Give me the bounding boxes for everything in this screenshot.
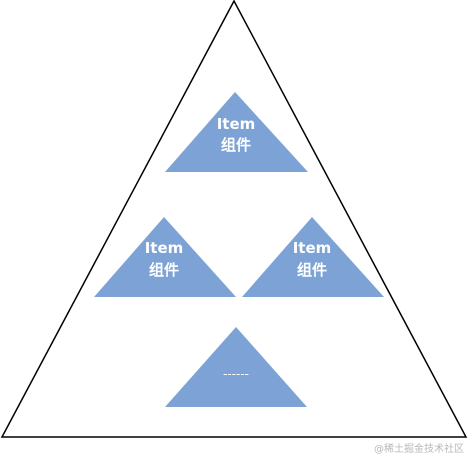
item-triangle-left: Item 组件: [94, 217, 236, 297]
item-label-line2: 组件: [221, 136, 251, 154]
item-label-line1: Item: [217, 115, 256, 133]
item-triangle-bottom: ------: [165, 327, 307, 407]
item-triangle-shape: [242, 217, 384, 297]
item-triangle-shape: [165, 327, 307, 407]
watermark-text: @稀土掘金技术社区: [374, 444, 464, 455]
item-label-line1: Item: [145, 239, 184, 257]
item-label-line1: Item: [293, 239, 332, 257]
item-triangle-shape: [94, 217, 236, 297]
outer-container-triangle: [0, 0, 468, 438]
item-placeholder-label: ------: [223, 367, 249, 381]
item-label-line2: 组件: [149, 261, 179, 279]
item-label-line2: 组件: [297, 261, 327, 279]
item-triangle-shape: [165, 92, 308, 172]
item-triangle-top: Item 组件: [165, 92, 308, 172]
item-triangle-right: Item 组件: [242, 217, 384, 297]
